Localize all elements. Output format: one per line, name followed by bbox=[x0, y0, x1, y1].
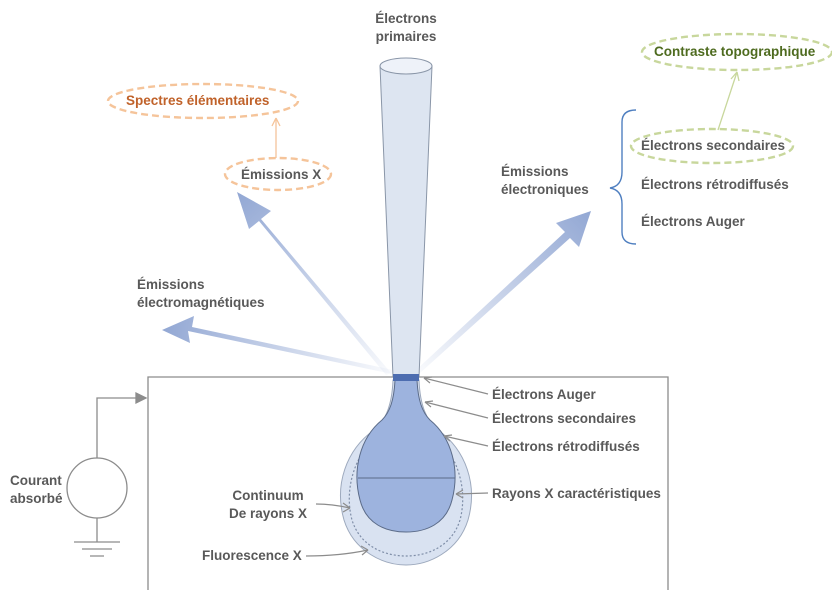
topographic-ellipse bbox=[640, 32, 832, 72]
secondary-electrons-type: Électrons secondaires bbox=[641, 138, 786, 153]
primary-beam bbox=[379, 65, 433, 378]
current-circuit bbox=[66, 391, 148, 557]
x-emission-arrow bbox=[237, 192, 391, 375]
em-emission-arrow bbox=[162, 316, 393, 374]
current-label-line2: absorbé bbox=[10, 491, 63, 506]
current-label-line1: Courant bbox=[10, 473, 62, 488]
electronic-emission-arrow bbox=[416, 211, 591, 373]
fluorescence-label: Fluorescence X bbox=[202, 548, 302, 563]
continuum-label-line1: Continuum bbox=[232, 488, 304, 503]
primary-label-line2: primaires bbox=[375, 29, 437, 44]
xray-boundary-dotted bbox=[348, 389, 464, 557]
pear-pointers bbox=[305, 376, 489, 557]
elemental-spectra-label: Spectres élémentaires bbox=[126, 93, 270, 108]
beam-mouth bbox=[379, 57, 433, 75]
em-label-line2: électromagnétiques bbox=[137, 295, 265, 310]
continuum-label-line2: De rayons X bbox=[228, 506, 308, 521]
em-emissions-label: Émissions électromagnétiques bbox=[137, 276, 265, 312]
pear-label-characteristic-xrays: Rayons X caractéristiques bbox=[492, 486, 661, 501]
spectra-ellipse bbox=[106, 82, 300, 120]
electron-brace bbox=[609, 109, 637, 245]
interaction-pear bbox=[356, 379, 456, 533]
x-emissions-label: Émissions X bbox=[241, 167, 322, 182]
auger-electrons-type: Électrons Auger bbox=[641, 214, 745, 229]
link-arrows bbox=[271, 71, 740, 158]
absorbed-current-label: Courant absorbé bbox=[10, 472, 63, 508]
pear-label-auger: Électrons Auger bbox=[492, 387, 596, 402]
topographic-contrast-label: Contraste topographique bbox=[654, 44, 816, 59]
x-emissions-ellipse bbox=[223, 156, 333, 192]
electronic-label-line2: électroniques bbox=[501, 182, 589, 197]
primary-electrons-label: Électrons primaires bbox=[356, 10, 456, 46]
electronic-emissions-label: Émissions électroniques bbox=[501, 163, 589, 199]
continuum-label: Continuum De rayons X bbox=[218, 487, 318, 523]
em-label-line1: Émissions bbox=[137, 277, 205, 292]
pear-label-secondary: Électrons secondaires bbox=[492, 411, 637, 426]
secondary-electrons-ellipse bbox=[629, 127, 795, 165]
primary-label-line1: Électrons bbox=[375, 11, 437, 26]
surface-spot bbox=[393, 374, 419, 381]
electronic-label-line1: Émissions bbox=[501, 164, 569, 179]
pear-label-backscattered: Électrons rétrodiffusés bbox=[492, 439, 640, 454]
backscattered-electrons-type: Électrons rétrodiffusés bbox=[641, 177, 789, 192]
